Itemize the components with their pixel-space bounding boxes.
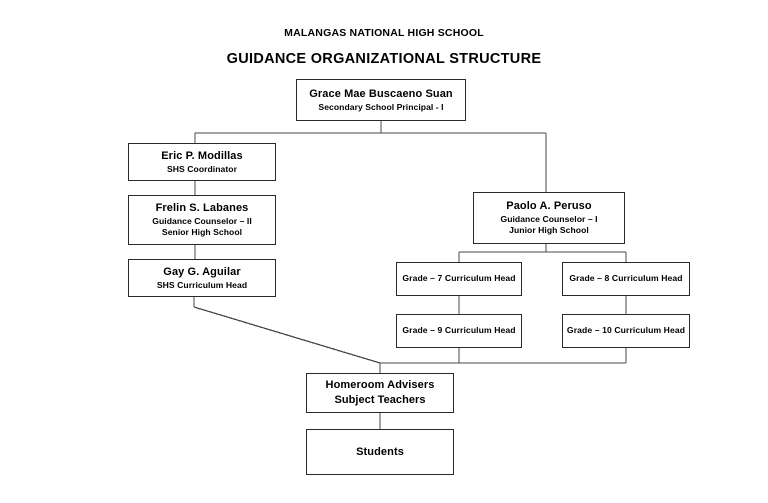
node-shs-curriculum-head[interactable]: Gay G. Aguilar SHS Curriculum Head [128,259,276,297]
node-jhs-counselor-level: Junior High School [509,225,589,236]
node-grade10-label: Grade – 10 Curriculum Head [566,325,686,336]
node-shs-counselor-level: Senior High School [161,227,243,238]
node-grade8-curriculum-head[interactable]: Grade – 8 Curriculum Head [562,262,690,296]
node-grade9-curriculum-head[interactable]: Grade – 9 Curriculum Head [396,314,522,348]
node-grade8-label: Grade – 8 Curriculum Head [569,273,683,284]
node-students[interactable]: Students [306,429,454,475]
node-grade7-curriculum-head[interactable]: Grade – 7 Curriculum Head [396,262,522,296]
node-shs-curriculum-name: Gay G. Aguilar [163,266,241,279]
node-teachers-line1: Homeroom Advisers [325,379,435,392]
node-principal-name: Grace Mae Buscaeno Suan [309,88,453,101]
node-jhs-counselor[interactable]: Paolo A. Peruso Guidance Counselor – I J… [473,192,625,244]
node-shs-coordinator-title: SHS Coordinator [167,163,237,174]
node-shs-coordinator[interactable]: Eric P. Modillas SHS Coordinator [128,143,276,181]
node-shs-coordinator-name: Eric P. Modillas [161,150,243,163]
node-jhs-counselor-title: Guidance Counselor – I [500,213,598,224]
node-grade10-curriculum-head[interactable]: Grade – 10 Curriculum Head [562,314,690,348]
node-shs-counselor[interactable]: Frelin S. Labanes Guidance Counselor – I… [128,195,276,245]
node-principal[interactable]: Grace Mae Buscaeno Suan Secondary School… [296,79,466,121]
node-shs-curriculum-title: SHS Curriculum Head [156,279,248,290]
node-teachers[interactable]: Homeroom Advisers Subject Teachers [306,373,454,413]
node-shs-counselor-title: Guidance Counselor – II [152,215,252,226]
node-students-label: Students [356,445,404,458]
node-jhs-counselor-name: Paolo A. Peruso [506,200,592,213]
page-title: GUIDANCE ORGANIZATIONAL STRUCTURE [226,51,542,67]
node-teachers-line2: Subject Teachers [334,394,426,406]
node-principal-title: Secondary School Principal - I [318,101,444,112]
node-shs-counselor-name: Frelin S. Labanes [155,202,249,215]
school-name-heading: MALANGAS NATIONAL HIGH SCHOOL [284,27,484,39]
node-grade9-label: Grade – 9 Curriculum Head [402,325,516,336]
node-grade7-label: Grade – 7 Curriculum Head [402,273,516,284]
edge-shs-curriculum-diagonal [193,306,381,364]
